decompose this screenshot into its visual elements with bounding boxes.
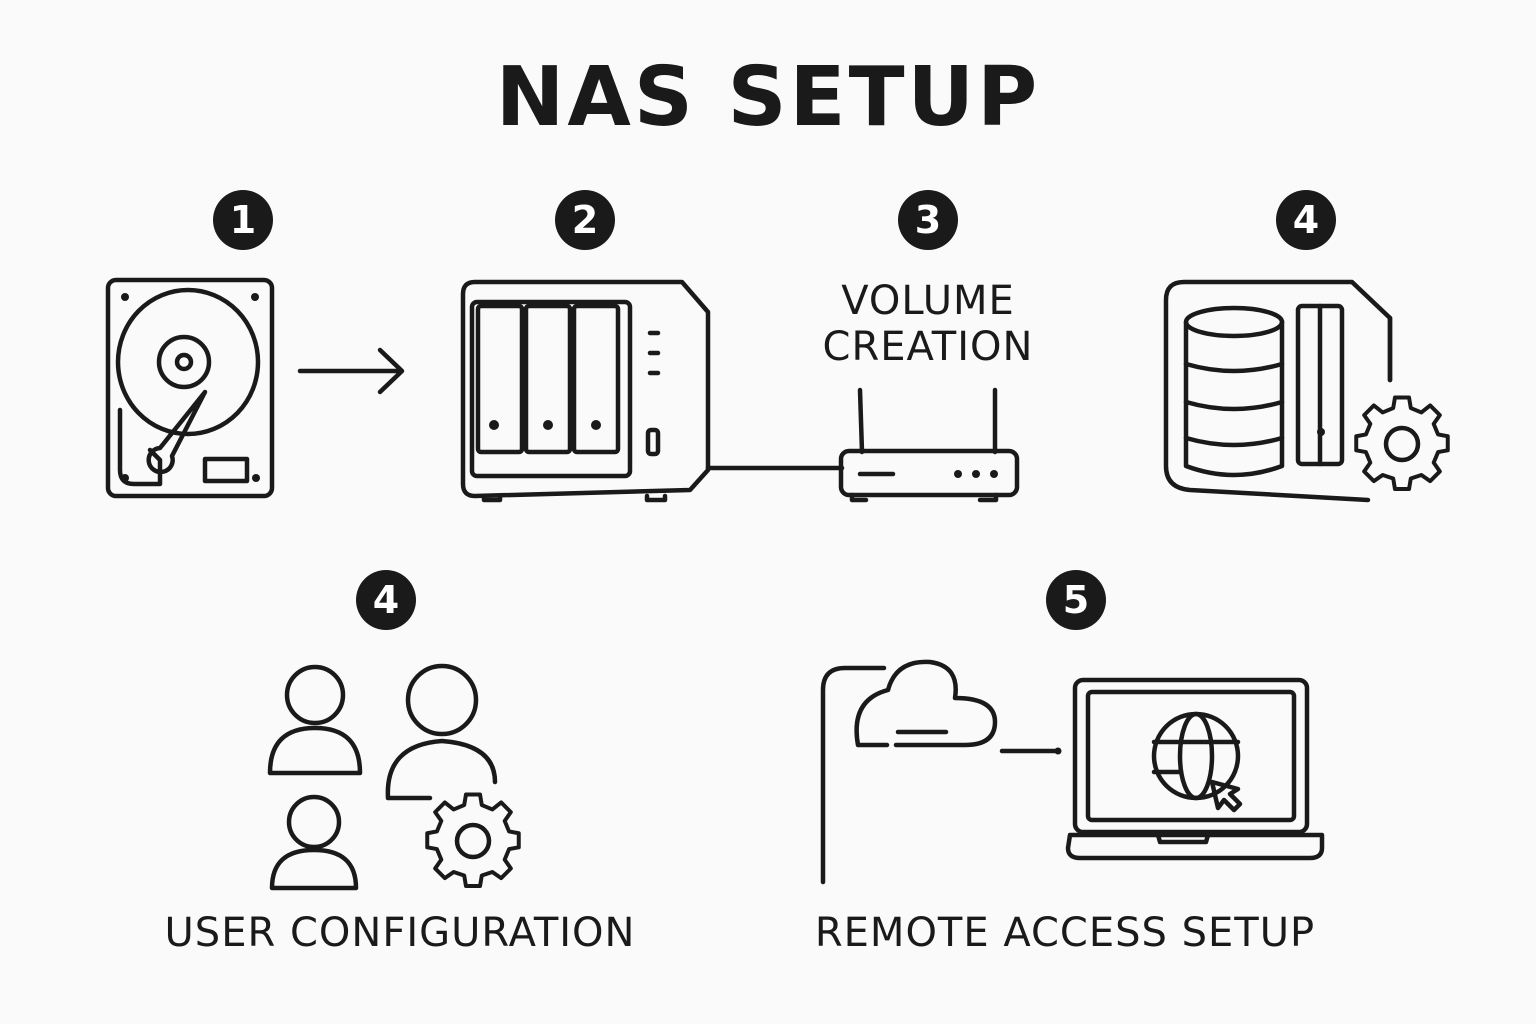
- users-settings-icon: [267, 663, 521, 891]
- arrow-right-icon: [297, 347, 405, 395]
- label-line-2: CREATION: [822, 324, 1034, 370]
- volume-creation-label: VOLUME CREATION: [800, 278, 1056, 370]
- router-icon: [838, 387, 1020, 503]
- page-title: NAS SETUP: [495, 50, 1041, 145]
- step-badge-4: 4: [1276, 190, 1336, 250]
- step-badge-4b: 4: [356, 570, 416, 630]
- step-badge-1: 1: [213, 190, 273, 250]
- step-badge-2: 2: [555, 190, 615, 250]
- step-badge-3: 3: [898, 190, 958, 250]
- nas-device-icon: [460, 279, 845, 503]
- label-line-1: VOLUME: [841, 278, 1015, 324]
- laptop-globe-icon: [820, 659, 1325, 885]
- storage-settings-icon: [1163, 279, 1450, 503]
- user-configuration-label: USER CONFIGURATION: [164, 910, 636, 956]
- remote-access-label: REMOTE ACCESS SETUP: [814, 910, 1316, 956]
- step-badge-5: 5: [1046, 570, 1106, 630]
- hard-drive-icon: [105, 277, 275, 499]
